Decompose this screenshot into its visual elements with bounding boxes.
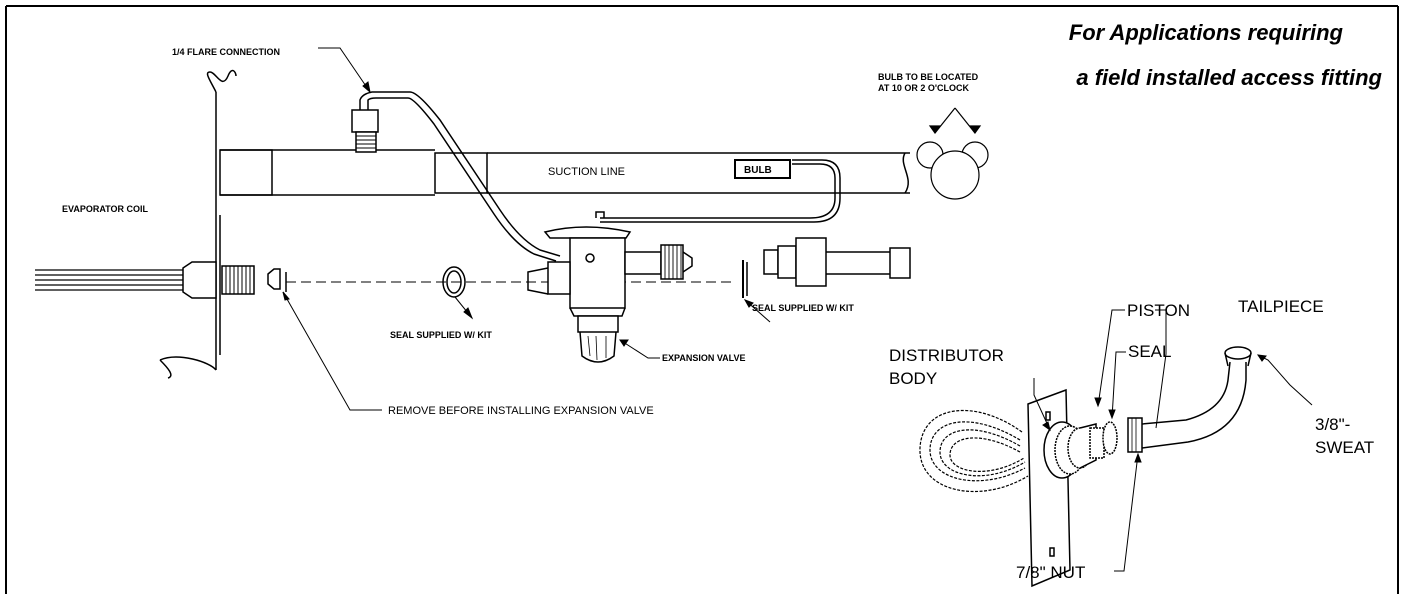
detail-seal <box>1103 422 1117 454</box>
label-tailpiece: TAILPIECE <box>1238 297 1324 316</box>
suction-line <box>220 150 910 195</box>
label-remove-note: REMOVE BEFORE INSTALLING EXPANSION VALVE <box>388 405 654 417</box>
leader-lines <box>283 48 770 410</box>
label-seal-supplied-right: SEAL SUPPLIED W/ KIT <box>752 303 854 313</box>
piston-part <box>268 269 286 292</box>
detail-tailpiece <box>1142 347 1251 448</box>
label-sweat-line1: 3/8"- <box>1315 415 1350 434</box>
evaporator-coil-plate <box>160 71 236 378</box>
label-bulb: BULB <box>744 165 772 176</box>
title-line-2: a field installed access fitting <box>1076 65 1382 90</box>
label-nut: 7/8" NUT <box>1016 563 1085 582</box>
distributor-detail <box>920 310 1312 586</box>
label-evaporator-coil: EVAPORATOR COIL <box>62 204 149 214</box>
label-expansion-valve: EXPANSION VALVE <box>662 353 746 363</box>
detail-mounting-plate <box>1028 390 1070 586</box>
detail-nut <box>1128 418 1142 452</box>
coil-tubes <box>35 270 190 290</box>
detail-piston <box>1090 428 1104 458</box>
title-line-1: For Applications requiring <box>1069 20 1344 45</box>
evaporator-assembly <box>35 48 988 410</box>
right-fitting <box>764 238 910 286</box>
label-distributor-line2: BODY <box>889 369 937 388</box>
label-distributor-line1: DISTRIBUTOR <box>889 346 1004 365</box>
label-seal: SEAL <box>1128 342 1171 361</box>
label-suction-line: SUCTION LINE <box>548 166 625 178</box>
label-bulb-location-1: BULB TO BE LOCATED <box>878 72 979 82</box>
flare-connection-fitting <box>352 92 560 261</box>
bulb-box <box>735 160 790 178</box>
label-sweat-line2: SWEAT <box>1315 438 1374 457</box>
bulb-location-diagram <box>917 108 988 199</box>
bulb-capillary <box>596 160 840 222</box>
label-seal-supplied-left: SEAL SUPPLIED W/ KIT <box>390 330 492 340</box>
seal-ring-left <box>443 267 465 297</box>
seal-washer-right <box>743 260 747 298</box>
expansion-valve-body <box>528 227 692 362</box>
label-piston: PISTON <box>1127 301 1190 320</box>
detail-leader-lines <box>1034 310 1312 571</box>
distributor-fitting <box>183 262 254 298</box>
detail-coil-tubes <box>920 410 1028 491</box>
page-frame <box>6 6 1398 594</box>
detail-distributor-body <box>1044 422 1096 478</box>
title: For Applications requiring a field insta… <box>1069 20 1383 90</box>
label-bulb-location-2: AT 10 OR 2 O'CLOCK <box>878 83 969 93</box>
label-flare-connection: 1/4 FLARE CONNECTION <box>172 47 280 57</box>
